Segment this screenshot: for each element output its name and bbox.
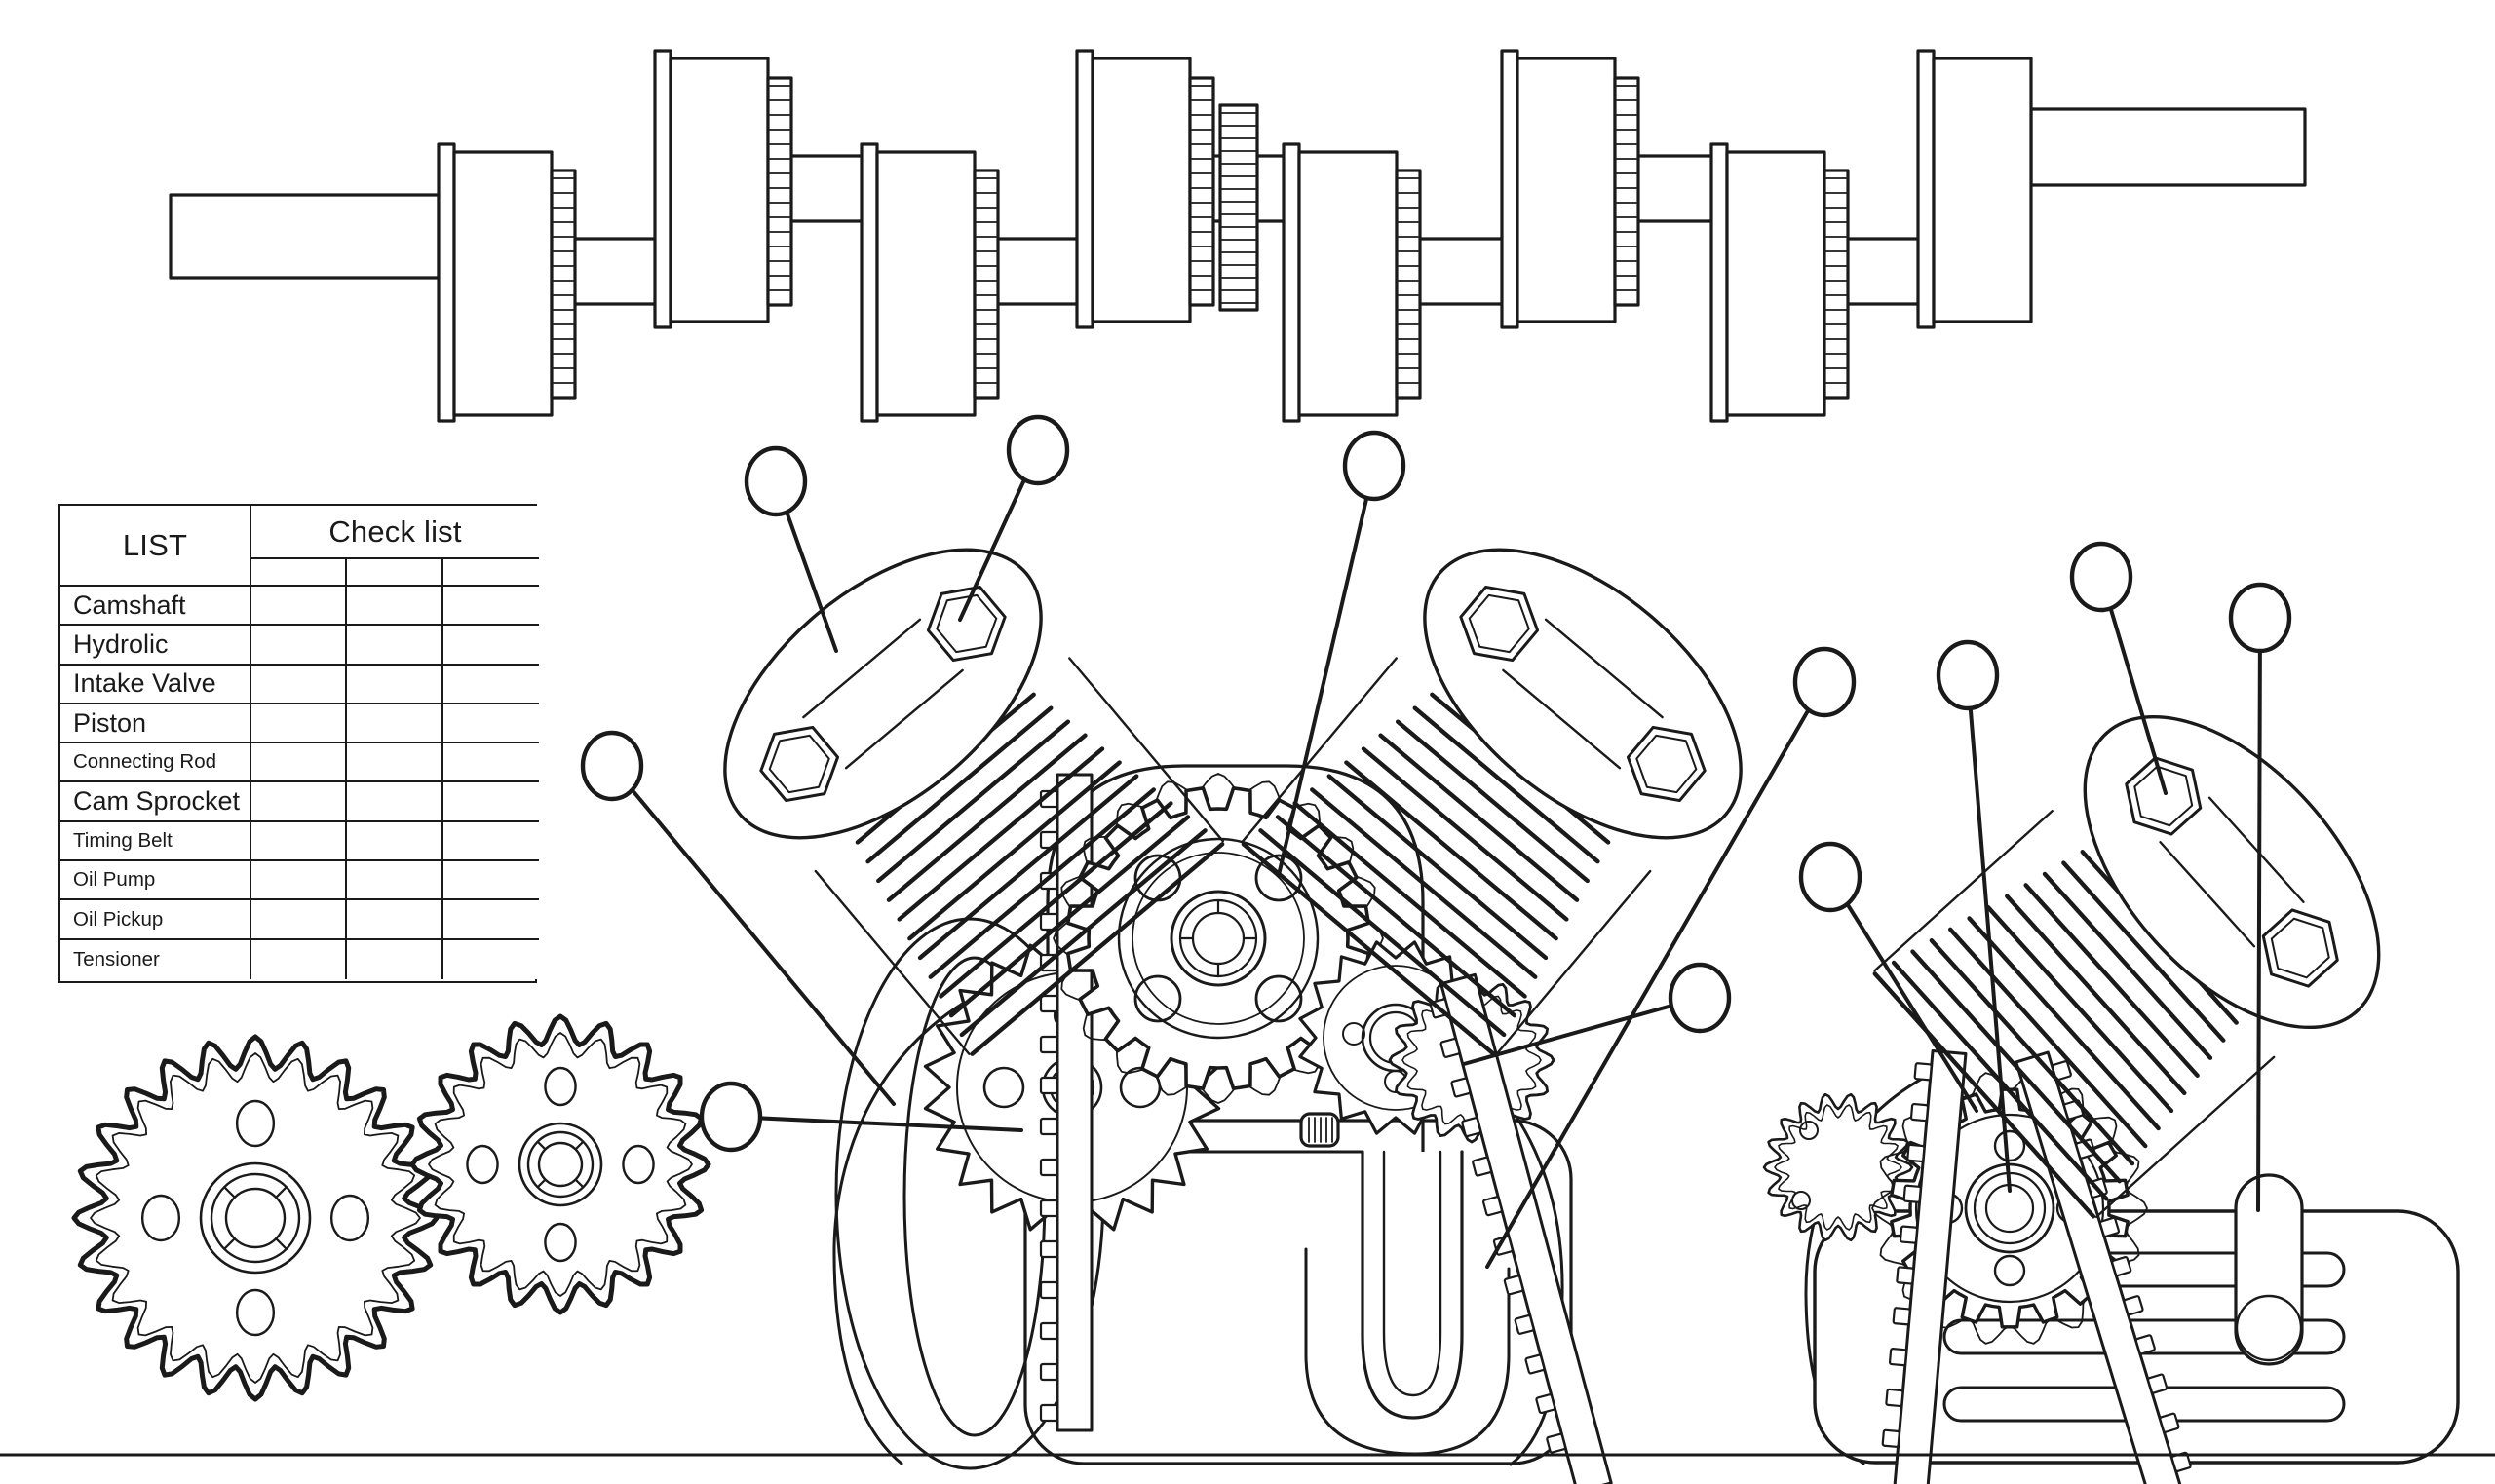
check-cell[interactable] — [443, 861, 539, 901]
check-cell[interactable] — [443, 821, 539, 862]
check-cell[interactable] — [347, 626, 443, 666]
check-cell[interactable] — [347, 665, 443, 704]
check-cell[interactable] — [443, 939, 539, 979]
check-subcolumn-cell[interactable] — [251, 559, 347, 587]
callout-balloon — [1798, 841, 1978, 1113]
check-cell[interactable] — [251, 939, 347, 979]
callout-balloon — [2228, 582, 2292, 1212]
check-cell[interactable] — [443, 587, 539, 627]
check-cell[interactable] — [347, 587, 443, 627]
cylinder-right — [1241, 548, 1743, 1056]
check-cell[interactable] — [251, 587, 347, 627]
right-engine-drawing — [1762, 714, 2460, 1484]
check-cell[interactable] — [347, 900, 443, 940]
tensioner — [2234, 1173, 2304, 1366]
wavy-gear — [71, 1034, 440, 1402]
check-cell[interactable] — [251, 861, 347, 901]
part-label: Hydrolic — [60, 626, 251, 666]
v-twin-engine-drawing — [723, 548, 1743, 1484]
oil-pump-plug — [1299, 1112, 1340, 1148]
right-belt-left — [1881, 1049, 1968, 1484]
part-label: Oil Pump — [60, 861, 251, 901]
callout-balloon — [580, 730, 896, 1106]
callout-balloon — [2069, 541, 2168, 795]
callout-balloon — [1462, 962, 1732, 1066]
check-cell[interactable] — [251, 743, 347, 783]
check-cell[interactable] — [443, 665, 539, 704]
table-header-list: LIST — [60, 506, 251, 587]
check-cell[interactable] — [443, 900, 539, 940]
wavy-gear — [409, 1013, 711, 1315]
cylinder-left — [723, 548, 1225, 1056]
check-cell[interactable] — [251, 704, 347, 744]
table-header-checklist: Check list — [251, 506, 539, 559]
part-label: Piston — [60, 704, 251, 744]
check-cell[interactable] — [251, 782, 347, 822]
check-cell[interactable] — [443, 704, 539, 744]
callout-balloon — [744, 445, 838, 653]
part-label: Camshaft — [60, 587, 251, 627]
callout-balloon — [1277, 430, 1406, 877]
check-cell[interactable] — [443, 782, 539, 822]
part-label: Cam Sprocket — [60, 782, 251, 822]
check-cell[interactable] — [251, 665, 347, 704]
cam-sprocket — [1053, 773, 1384, 1104]
part-label: Timing Belt — [60, 821, 251, 862]
callout-balloon — [1936, 639, 2012, 1193]
check-cell[interactable] — [251, 626, 347, 666]
check-subcolumn-cell[interactable] — [347, 559, 443, 587]
check-cell[interactable] — [251, 900, 347, 940]
check-cell[interactable] — [347, 704, 443, 744]
check-cell[interactable] — [347, 782, 443, 822]
callout-balloon — [1485, 646, 1857, 1269]
idler-gears-drawing — [71, 1013, 711, 1402]
part-label: Connecting Rod — [60, 743, 251, 783]
check-cell[interactable] — [443, 626, 539, 666]
check-cell[interactable] — [347, 821, 443, 862]
check-subcolumn-cell[interactable] — [443, 559, 539, 587]
check-cell[interactable] — [443, 743, 539, 783]
cylinder-right-engine — [1872, 714, 2381, 1219]
part-label: Intake Valve — [60, 665, 251, 704]
callout-balloons — [580, 414, 2292, 1269]
callout-balloon — [699, 1081, 1023, 1153]
crankshaft-drawing — [169, 49, 2307, 423]
callout-balloon — [958, 414, 1070, 622]
check-cell[interactable] — [251, 821, 347, 862]
check-cell[interactable] — [347, 743, 443, 783]
check-cell[interactable] — [347, 861, 443, 901]
part-label: Oil Pickup — [60, 900, 251, 940]
part-label: Tensioner — [60, 939, 251, 979]
check-cell[interactable] — [347, 939, 443, 979]
